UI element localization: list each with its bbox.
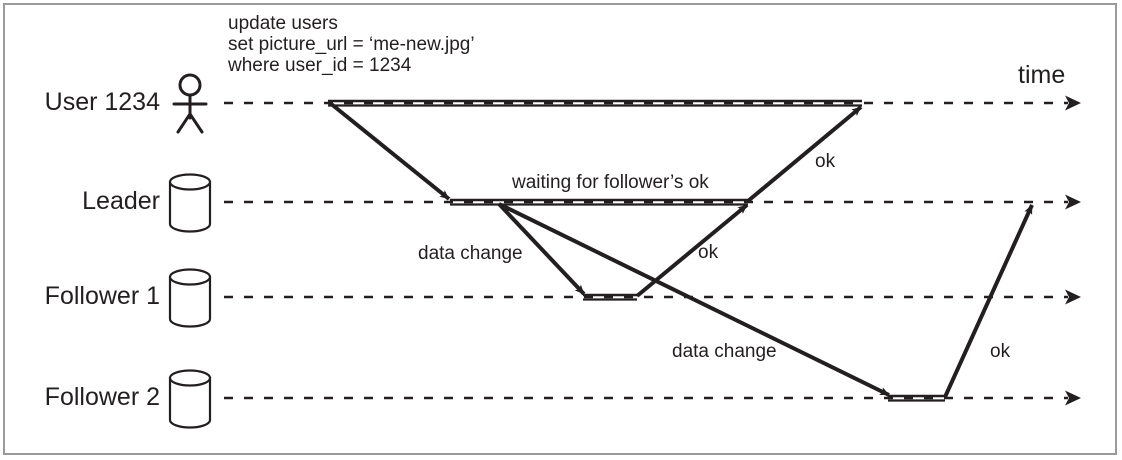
database-cylinder-icon bbox=[168, 268, 212, 328]
time-axis-label: time bbox=[1018, 61, 1066, 89]
message-label-data-change-follower2: data change bbox=[672, 341, 777, 362]
participant-label-user: User 1234 bbox=[44, 88, 160, 116]
message-arrow-data-change-follower2 bbox=[498, 202, 890, 397]
participant-label-follower2: Follower 2 bbox=[44, 383, 160, 411]
actor-stick-figure-icon bbox=[172, 73, 208, 134]
message-label-ok-follower2-leader: ok bbox=[990, 341, 1011, 362]
message-arrow-ok-follower2-leader bbox=[943, 204, 1034, 398]
participant-label-leader: Leader bbox=[82, 187, 160, 215]
query-note-line-1: update users bbox=[228, 13, 338, 34]
participant-label-follower1: Follower 1 bbox=[44, 282, 160, 310]
message-arrow-ok-follower1-leader bbox=[635, 203, 749, 298]
message-label-data-change-follower1: data change bbox=[418, 243, 523, 264]
database-cylinder-icon bbox=[168, 369, 212, 429]
query-note-line-3: where user_id = 1234 bbox=[228, 55, 412, 76]
time-arrowheads bbox=[1065, 95, 1081, 406]
message-arrow-update-users bbox=[328, 101, 451, 201]
message-label-ok-leader-user: ok bbox=[815, 151, 836, 172]
activation-note-waiting: waiting for follower’s ok bbox=[512, 172, 709, 193]
query-note-line-2: set picture_url = ‘me-new.jpg’ bbox=[228, 34, 475, 55]
message-arrow-data-change-follower1 bbox=[497, 202, 586, 296]
message-label-ok-follower1-leader: ok bbox=[698, 242, 719, 263]
database-cylinder-icon bbox=[168, 173, 212, 233]
message-arrow-ok-leader-user bbox=[746, 105, 863, 203]
